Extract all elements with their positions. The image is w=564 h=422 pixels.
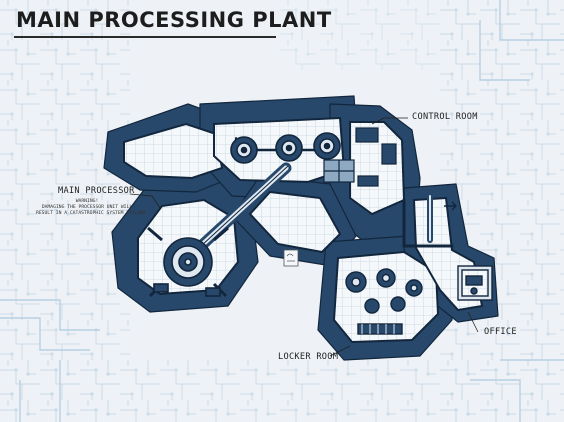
processor-warning: WARNING! DAMAGING THE PROCESSOR UNIT WIL… <box>36 199 147 217</box>
label-control-room: CONTROL ROOM <box>412 112 478 122</box>
page-title: MAIN PROCESSING PLANT <box>16 8 332 32</box>
warning-title: WARNING! <box>75 199 99 204</box>
label-locker-room: LOCKER ROOM <box>278 352 339 362</box>
warning-line-1: DAMAGING THE PROCESSOR UNIT WILL <box>41 205 133 210</box>
main-processor-unit <box>147 226 229 298</box>
warning-line-2: RESULT IN A CATASTROPHIC SYSTEM FAILURE <box>36 211 147 216</box>
processing-tanks <box>230 132 341 164</box>
title-underline <box>14 36 276 38</box>
label-main-processor: MAIN PROCESSOR <box>58 186 135 196</box>
leader-lines <box>129 117 479 357</box>
floor-plan <box>103 95 499 361</box>
label-office: OFFICE <box>484 327 517 337</box>
